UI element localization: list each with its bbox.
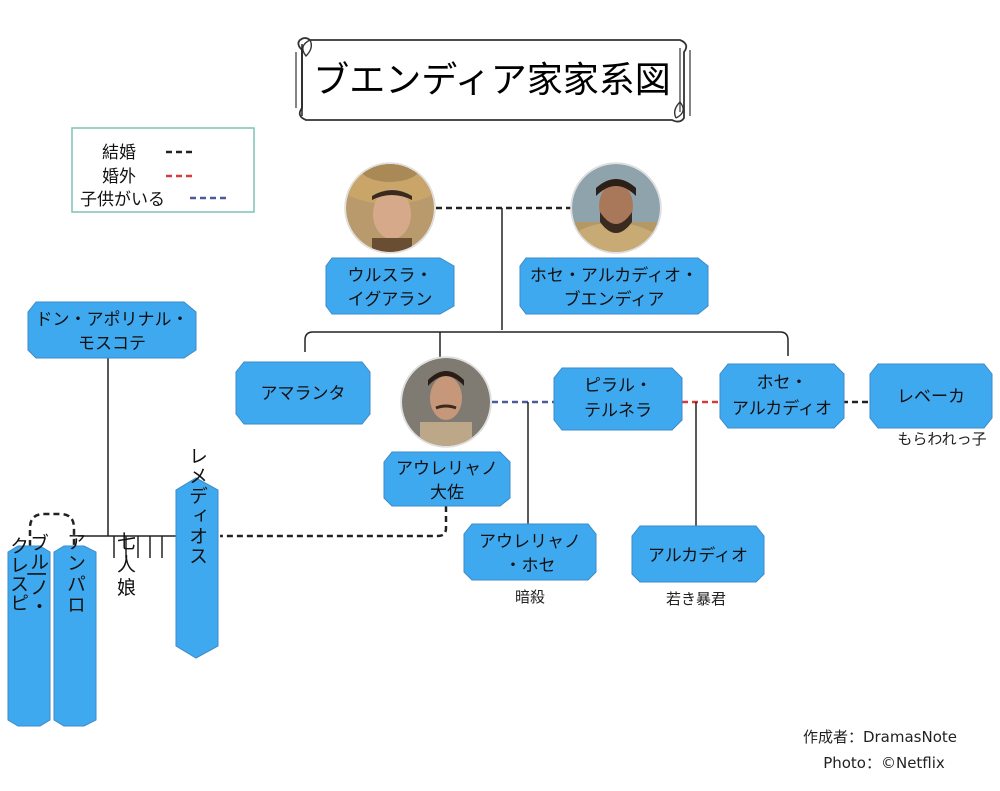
svg-text:ブエンディア: ブエンディア [564, 289, 665, 310]
node-ursula: ウルスラ・ イグアラン [325, 257, 455, 315]
legend-children-label: 子供がいる [80, 190, 165, 210]
ursula-portrait [344, 162, 436, 254]
svg-text:テルネラ: テルネラ [584, 401, 652, 421]
aureliano-portrait [400, 356, 492, 448]
svg-text:大佐: 大佐 [430, 483, 464, 503]
svg-text:アマランタ: アマランタ [261, 384, 346, 404]
svg-text:ピラル・: ピラル・ [584, 376, 652, 396]
svg-text:クレスピ: クレスピ [7, 536, 29, 612]
svg-text:イグアラン: イグアラン [348, 290, 433, 310]
node-aureliano: アウレリャノ 大佐 [383, 451, 511, 507]
svg-text:アルカディオ: アルカディオ [648, 545, 748, 566]
legend: 結婚 婚外 子供がいる [71, 127, 255, 213]
credit-author: 作成者：DramasNote [803, 728, 957, 746]
node-remedios: レメディオス [175, 446, 219, 659]
svg-text:アウレリャノ: アウレリャノ [479, 532, 581, 552]
svg-text:アンパロ: アンパロ [64, 532, 86, 616]
svg-text:レメディオス: レメディオス [186, 446, 208, 566]
rebeca-note: もらわれっ子 [897, 430, 986, 448]
node-pilar: ピラル・ テルネラ [553, 367, 683, 431]
node-don-apolinar: ドン・アポリナル・ モスコテ [27, 301, 197, 359]
svg-text:ホセ・アルカディオ・: ホセ・アルカディオ・ [530, 265, 698, 286]
svg-text:ウルスラ・: ウルスラ・ [348, 266, 433, 286]
node-jose-arcadio-buendia: ホセ・アルカディオ・ ブエンディア [519, 257, 709, 315]
node-amparo: アンパロ [53, 532, 97, 727]
credit-photo: Photo：©Netflix [823, 754, 945, 772]
node-arcadio: アルカディオ 若き暴君 [631, 525, 765, 608]
node-bruno-crespi: ブル|ノ・ クレスピ [7, 533, 51, 727]
svg-text:レベーカ: レベーカ [897, 387, 965, 407]
aureliano-jose-note: 暗殺 [515, 588, 545, 606]
svg-text:アルカディオ: アルカディオ [732, 398, 832, 419]
title-banner: ブエンディア家家系図 [295, 37, 691, 123]
page-title: ブエンディア家家系図 [313, 60, 670, 101]
connectors [28, 206, 870, 558]
jose-arcadio-buendia-portrait [570, 162, 662, 254]
node-aureliano-jose: アウレリャノ ・ホセ 暗殺 [463, 523, 597, 606]
arcadio-note: 若き暴君 [666, 590, 726, 608]
svg-text:ドン・アポリナル・: ドン・アポリナル・ [36, 310, 189, 330]
node-rebeca: レベーカ もらわれっ子 [869, 363, 993, 448]
aureliano-remedios-line [220, 506, 448, 538]
svg-text:ブル|ノ・: ブル|ノ・ [27, 533, 49, 616]
legend-affair-label: 婚外 [102, 167, 136, 187]
node-amaranta: アマランタ [235, 361, 371, 425]
svg-text:ホセ・: ホセ・ [757, 373, 808, 393]
bruno-amparo-marriage-line [28, 512, 76, 546]
svg-text:アウレリャノ: アウレリャノ [396, 459, 498, 479]
svg-text:・ホセ: ・ホセ [505, 556, 556, 576]
node-jose-arcadio: ホセ・ アルカディオ [719, 363, 845, 429]
seven-daughters-label: 七人娘 [114, 531, 136, 600]
svg-text:モスコテ: モスコテ [78, 334, 146, 354]
legend-marriage-label: 結婚 [102, 143, 136, 163]
